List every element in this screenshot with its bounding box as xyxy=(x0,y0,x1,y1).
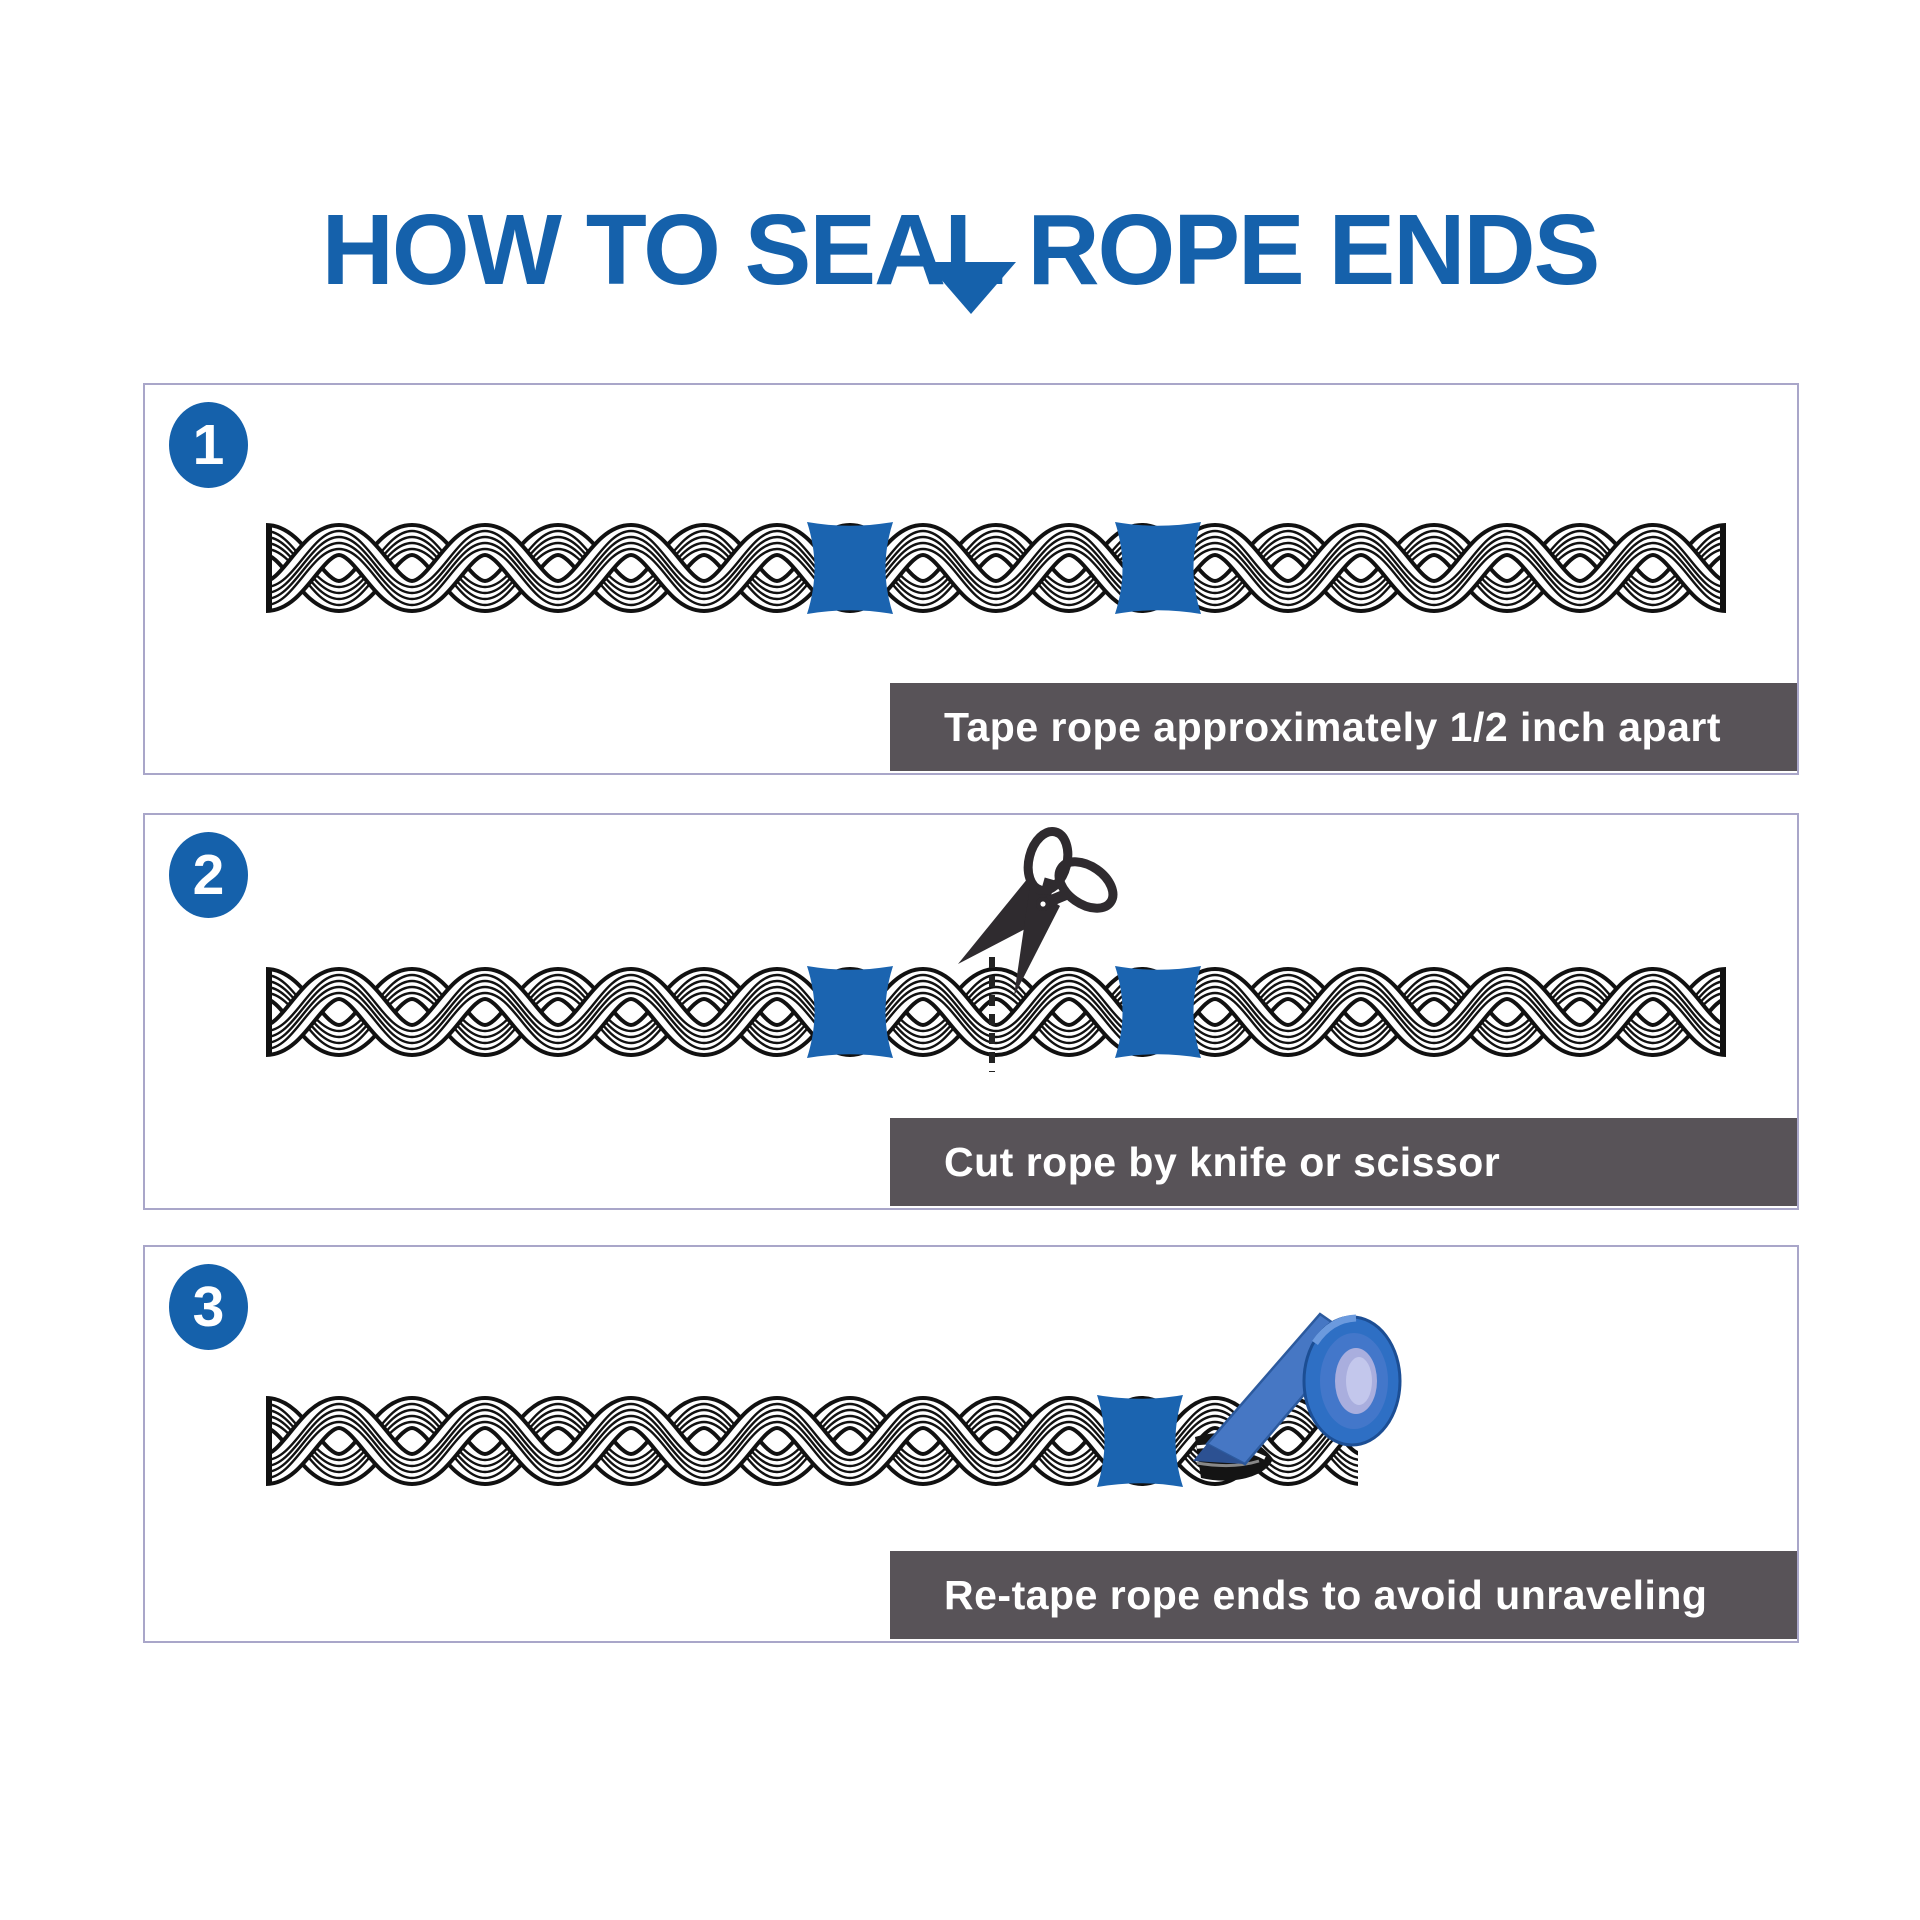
step-caption-bar: Tape rope approximately 1/2 inch apart xyxy=(890,683,1797,771)
step-number-badge: 1 xyxy=(169,402,248,488)
step-panel-2: 2 Cut rope by knife or scissor xyxy=(143,813,1799,1210)
rope-illustration xyxy=(266,1312,1402,1487)
down-arrow-icon xyxy=(926,262,1016,314)
step-caption: Tape rope approximately 1/2 inch apart xyxy=(944,703,1721,750)
step-caption-bar: Re-tape rope ends to avoid unraveling xyxy=(890,1551,1797,1639)
step-caption: Cut rope by knife or scissor xyxy=(944,1138,1501,1185)
rope-illustration xyxy=(266,827,1726,1072)
step-number-badge: 2 xyxy=(169,832,248,918)
step-panel-1: 1 Tape rope approximately 1/2 inch apart xyxy=(143,383,1799,775)
tape-roll-icon xyxy=(1193,1312,1402,1466)
step-number: 3 xyxy=(192,1274,225,1339)
step-number: 1 xyxy=(192,412,225,477)
step-caption: Re-tape rope ends to avoid unraveling xyxy=(944,1571,1708,1618)
tape-band xyxy=(1097,1395,1183,1487)
step-panel-3: 3 Re-tape rope ends to avoid unraveling xyxy=(143,1245,1799,1643)
rope-illustration xyxy=(266,522,1726,614)
step-number-badge: 3 xyxy=(169,1264,248,1350)
step-number: 2 xyxy=(192,842,225,907)
scissors-icon xyxy=(958,827,1118,996)
step-caption-bar: Cut rope by knife or scissor xyxy=(890,1118,1797,1206)
